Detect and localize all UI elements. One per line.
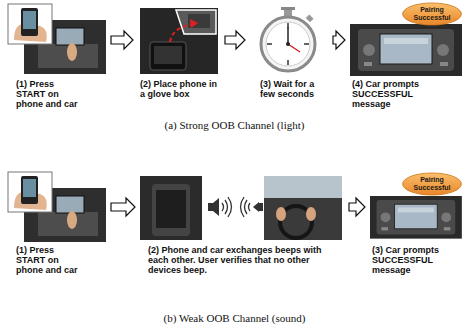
step-caption: (1) Press START on phone and car (16, 79, 84, 109)
block-arrow (111, 198, 135, 216)
step-panel: (2) Phone and car exchanges beeps with e… (138, 172, 346, 275)
bubble-text: Pairing Successful (410, 6, 454, 22)
bubble-text: Pairing Successful (410, 176, 454, 192)
block-arrow (349, 198, 365, 216)
step-caption: (3) Car prompts SUCCESSFUL message (372, 245, 462, 275)
step-panel: (4) Car prompts SUCCESSFUL message Pairin… (348, 2, 464, 109)
step-panel: (1) Press START on phone and car (8, 172, 108, 275)
step-panel: (2) Place phone in a glove box (136, 4, 222, 99)
step-caption: (4) Car prompts SUCCESSFUL message (352, 79, 444, 109)
block-arrow (225, 31, 245, 49)
step-panel: (1) Press START on phone and car (8, 4, 108, 109)
block-arrow (111, 31, 133, 49)
status-bubble: Pairing Successful (402, 172, 462, 196)
block-arrow (333, 31, 345, 49)
step-caption: (2) Phone and car exchanges beeps with e… (148, 245, 338, 275)
figure-caption: (b) Weak OOB Channel (sound) (0, 312, 469, 324)
step-caption: (2) Place phone in a glove box (140, 79, 222, 99)
step-caption: (1) Press START on phone and car (16, 245, 84, 275)
step-panel: (3) Wait for a few seconds (248, 4, 330, 99)
step-caption: (3) Wait for a few seconds (260, 79, 330, 99)
step-panel: (3) Car prompts SUCCESSFUL message Pairin… (368, 172, 464, 275)
figure-caption: (a) Strong OOB Channel (light) (0, 119, 469, 131)
status-bubble: Pairing Successful (402, 2, 462, 26)
